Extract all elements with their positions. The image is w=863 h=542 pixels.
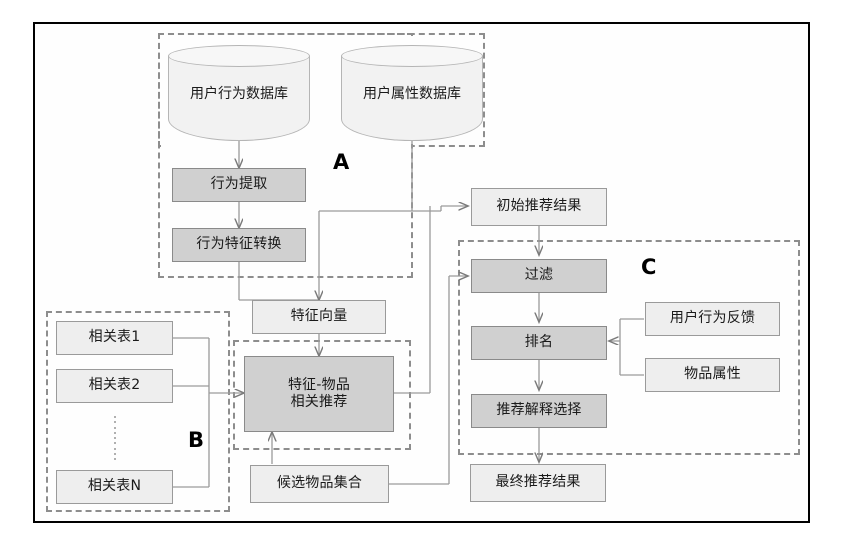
node-user-behavior-feedback[interactable]: 用户行为反馈 — [645, 302, 780, 336]
db-user-attribute-top — [341, 45, 483, 67]
node-initial-recommend-result[interactable]: 初始推荐结果 — [471, 188, 607, 226]
db-user-attribute-label: 用户属性数据库 — [363, 86, 461, 102]
node-feature-item-recommend[interactable]: 特征-物品 相关推荐 — [244, 356, 394, 432]
node-behavior-feature-transform[interactable]: 行为特征转换 — [172, 228, 306, 262]
group-label-a: A — [333, 150, 350, 174]
node-relation-table-2[interactable]: 相关表2 — [56, 369, 173, 403]
group-label-b: B — [188, 428, 205, 452]
node-behavior-extract[interactable]: 行为提取 — [172, 168, 306, 202]
db-user-behavior-body — [168, 56, 310, 141]
db-user-behavior[interactable]: 用户行为数据库 — [168, 45, 310, 141]
db-user-behavior-label: 用户行为数据库 — [190, 86, 288, 102]
node-filter[interactable]: 过滤 — [471, 259, 607, 293]
db-user-behavior-top — [168, 45, 310, 67]
group-center-region — [233, 340, 411, 450]
node-final-recommend-result[interactable]: 最终推荐结果 — [470, 464, 606, 502]
node-feature-item-recommend-line1: 特征-物品 — [287, 376, 351, 393]
node-relation-table-1[interactable]: 相关表1 — [56, 321, 173, 355]
node-item-attribute[interactable]: 物品属性 — [645, 358, 780, 392]
node-feature-item-recommend-line2: 相关推荐 — [290, 394, 348, 410]
node-relation-table-n[interactable]: 相关表N — [56, 470, 173, 504]
group-label-c: C — [641, 255, 657, 279]
node-feature-vector[interactable]: 特征向量 — [252, 300, 386, 334]
node-ranking[interactable]: 排名 — [471, 326, 607, 360]
node-recommend-explanation-select[interactable]: 推荐解释选择 — [471, 394, 607, 428]
node-candidate-item-set[interactable]: 候选物品集合 — [250, 465, 389, 503]
group-b-region — [46, 311, 230, 512]
relation-table-ellipsis — [113, 416, 117, 460]
db-user-attribute-body — [341, 56, 483, 141]
group-c-region — [458, 240, 800, 455]
db-user-attribute[interactable]: 用户属性数据库 — [341, 45, 483, 141]
